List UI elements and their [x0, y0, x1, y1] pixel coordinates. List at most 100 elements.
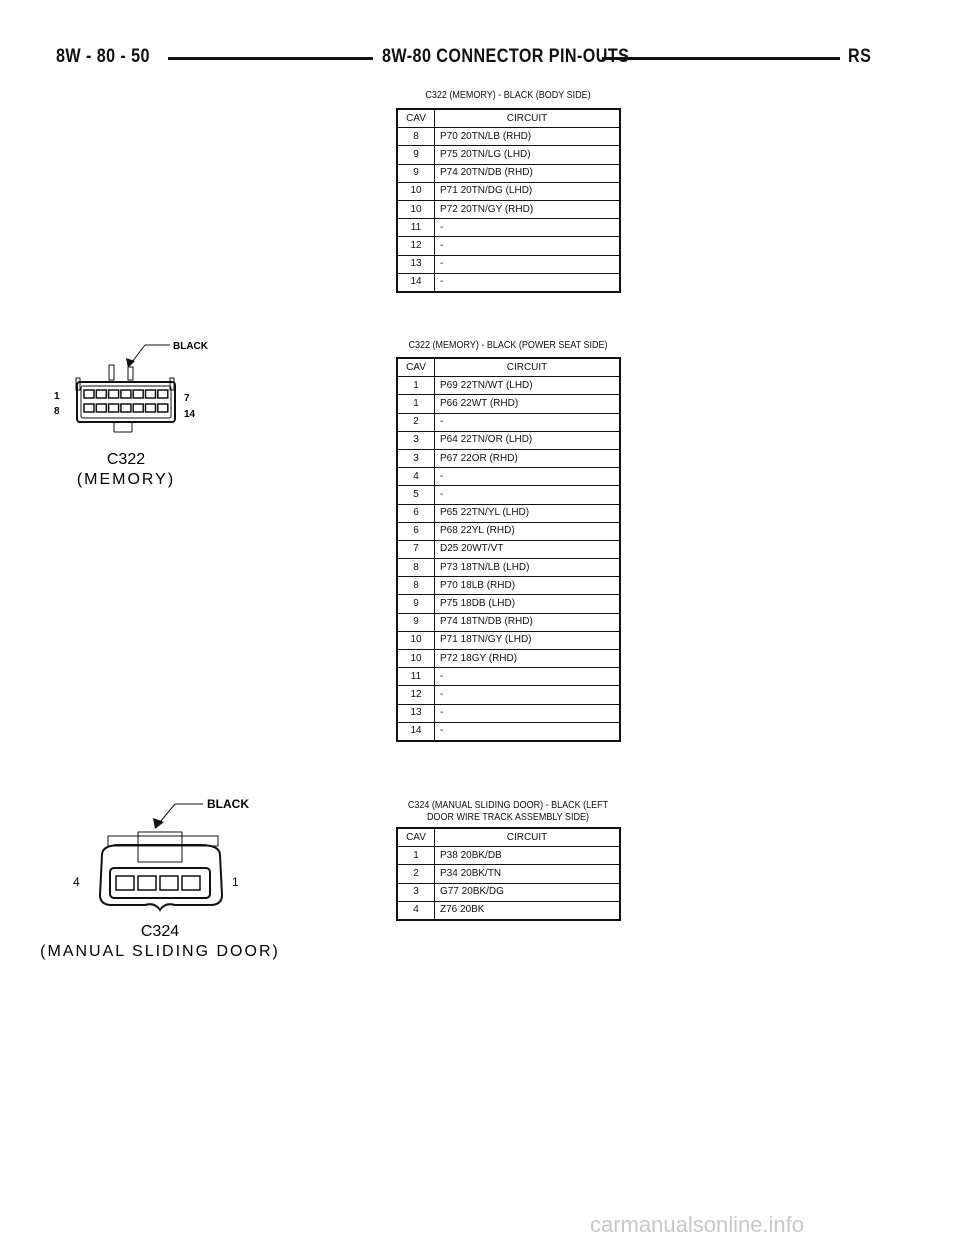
- circuit-cell: P72 18GY (RHD): [434, 648, 621, 669]
- circuit-cell: P69 22TN/WT (LHD): [434, 376, 621, 396]
- circuit-cell: P68 22YL (RHD): [434, 521, 621, 541]
- table-row: 12-: [396, 236, 621, 256]
- circuit-cell: -: [434, 685, 621, 705]
- table-row: 11-: [396, 667, 621, 687]
- circuit-cell: -: [434, 467, 621, 487]
- cav-cell: 12: [396, 236, 435, 256]
- circuit-cell: P75 18DB (LHD): [434, 594, 621, 614]
- cav-cell: 1: [396, 394, 435, 414]
- table-row: 2-: [396, 412, 621, 432]
- cav-cell: 13: [396, 254, 435, 274]
- pin-cavity: [157, 403, 169, 413]
- header-circuit: CIRCUIT: [434, 108, 621, 129]
- pin-cavity: [107, 389, 120, 399]
- circuit-cell: -: [434, 254, 621, 274]
- circuit-cell: P34 20BK/TN: [434, 864, 621, 884]
- cav-cell: 9: [396, 163, 435, 183]
- cav-cell: 9: [396, 594, 435, 614]
- cav-cell: 10: [396, 199, 435, 220]
- circuit-cell: D25 20WT/VT: [434, 539, 621, 560]
- cav-cell: 4: [396, 900, 435, 921]
- circuit-cell: -: [434, 703, 621, 723]
- circuit-cell: P74 20TN/DB (RHD): [434, 163, 621, 183]
- circuit-cell: P72 20TN/GY (RHD): [434, 199, 621, 220]
- circuit-cell: -: [434, 667, 621, 687]
- header-rule-right: [602, 57, 840, 60]
- circuit-cell: P73 18TN/LB (LHD): [434, 558, 621, 578]
- pin-cavity: [181, 875, 201, 891]
- circuit-cell: -: [434, 236, 621, 256]
- pin-cavity: [120, 389, 132, 399]
- cav-cell: 14: [396, 721, 435, 742]
- table-title: C324 (MANUAL SLIDING DOOR) - BLACK (LEFT…: [407, 800, 609, 823]
- pin-cavity: [157, 389, 169, 399]
- cav-cell: 11: [396, 218, 435, 238]
- cav-cell: 1: [396, 846, 435, 866]
- table-row: 14-: [396, 272, 621, 293]
- pin-cavity: [120, 403, 132, 413]
- cav-cell: 8: [396, 558, 435, 578]
- table-title: C322 (MEMORY) - BLACK (POWER SEAT SIDE): [408, 340, 608, 351]
- circuit-cell: P75 20TN/LG (LHD): [434, 145, 621, 165]
- cav-cell: 5: [396, 485, 435, 505]
- connector-name: C322: [107, 451, 145, 468]
- page-number: 8W - 80 - 50: [56, 46, 150, 67]
- table-row: 11-: [396, 218, 621, 238]
- header-cav: CAV: [396, 108, 435, 129]
- pin-cavity: [159, 875, 179, 891]
- c324-connector-diagram: 4 1 BLACK C324 (MANUAL SLIDING DOOR): [40, 797, 280, 960]
- pin-label-1: 1: [54, 391, 60, 402]
- cav-cell: 10: [396, 181, 435, 201]
- cav-cell: 7: [396, 539, 435, 560]
- table-row: 13-: [396, 254, 621, 274]
- circuit-cell: P70 20TN/LB (RHD): [434, 127, 621, 147]
- circuit-cell: Z76 20BK: [434, 900, 621, 921]
- cav-cell: 4: [396, 467, 435, 487]
- table-row: 4-: [396, 467, 621, 487]
- circuit-cell: G77 20BK/DG: [434, 882, 621, 902]
- circuit-cell: P38 20BK/DB: [434, 846, 621, 866]
- cav-cell: 2: [396, 412, 435, 432]
- cav-cell: 13: [396, 703, 435, 723]
- cav-cell: 3: [396, 430, 435, 450]
- circuit-cell: -: [434, 721, 621, 742]
- cav-cell: 14: [396, 272, 435, 293]
- connector-caption: (MANUAL SLIDING DOOR): [40, 943, 280, 960]
- header-cav: CAV: [396, 357, 435, 378]
- pin-cavity: [115, 875, 135, 891]
- circuit-cell: -: [434, 485, 621, 505]
- table-row: 12-: [396, 685, 621, 705]
- watermark: carmanualsonline.info: [590, 1212, 805, 1237]
- section-title: 8W-80 CONNECTOR PIN-OUTS: [382, 46, 630, 67]
- circuit-cell: P65 22TN/YL (LHD): [434, 503, 621, 523]
- pin-cavity: [83, 403, 95, 413]
- circuit-cell: -: [434, 412, 621, 432]
- header-circuit: CIRCUIT: [434, 827, 621, 848]
- cav-cell: 9: [396, 612, 435, 632]
- pin-label-14: 14: [184, 409, 196, 420]
- cav-cell: 10: [396, 630, 435, 651]
- cav-cell: 11: [396, 667, 435, 687]
- cav-cell: 6: [396, 503, 435, 523]
- pin-cavity: [132, 403, 144, 413]
- cav-cell: 12: [396, 685, 435, 705]
- pin-cavity: [144, 403, 157, 413]
- cav-cell: 3: [396, 882, 435, 902]
- pin-label-8: 8: [54, 406, 60, 417]
